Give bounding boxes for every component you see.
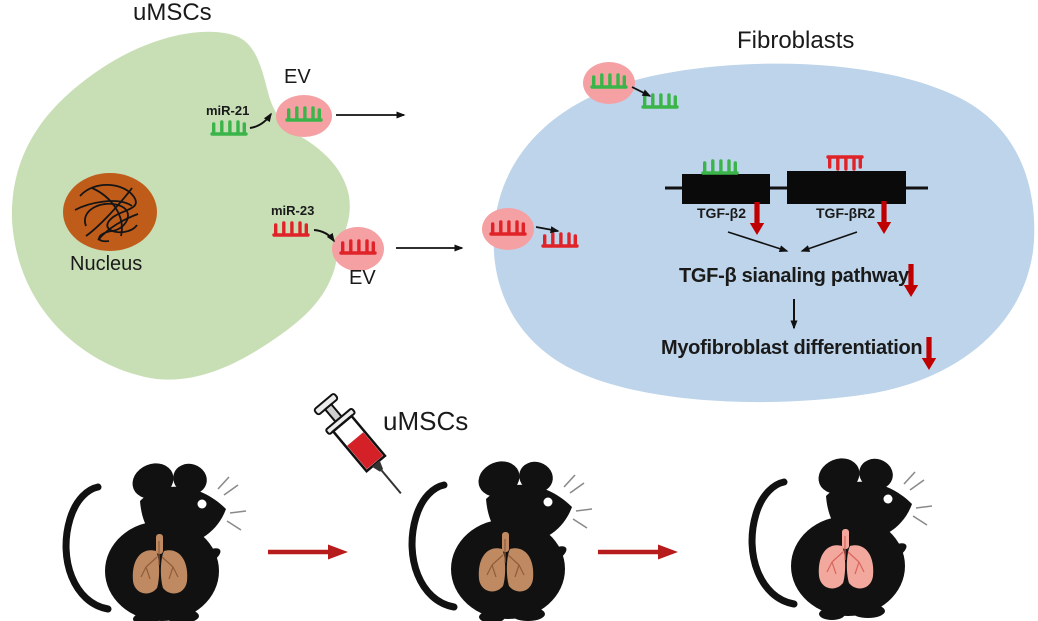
syringe-hub: [371, 460, 384, 472]
umsc-cell-title: uMSCs: [133, 0, 212, 26]
tgfb2-gene-label: TGF-β2: [697, 205, 746, 221]
tgfb2-gene-box: [682, 174, 770, 204]
differentiation-text: Myofibroblast differentiation: [661, 337, 923, 359]
nucleus-label: Nucleus: [70, 253, 143, 275]
ev-bottom-label: EV: [349, 267, 376, 289]
converging-arrows: [727, 231, 858, 253]
experiment-arrow-2: [598, 544, 678, 560]
mir23-release-arrow: [535, 226, 560, 234]
mir21-label: miR-21: [206, 103, 250, 118]
tgfbr2-gene-label: TGF-βR2: [816, 205, 876, 221]
syringe-liquid: [347, 432, 383, 470]
fibroblast-cell-title: Fibroblasts: [737, 27, 855, 54]
ev-top-label: EV: [284, 66, 311, 88]
pathway-text: TGF-β sianaling pathway: [679, 265, 909, 287]
tgfbr2-gene-box: [787, 171, 906, 204]
transport-arrows: [336, 86, 652, 252]
secretion-arrows: [249, 112, 335, 243]
mir21-release-arrow: [631, 86, 652, 97]
fibroblast-cell-shape: [493, 63, 1035, 403]
mir21-loading-arrow: [249, 112, 272, 129]
gene-diagram: [665, 155, 928, 253]
mouse-untreated: [66, 457, 246, 621]
syringe-icon: [313, 393, 402, 495]
nucleus: [63, 173, 157, 251]
syringe-label: uMSCs: [383, 406, 469, 436]
mouse-recovered: [752, 452, 932, 620]
mouse-injected: [412, 455, 592, 621]
chromatin-scribble: [74, 183, 139, 243]
mir23-loading-arrow: [313, 229, 335, 243]
syringe-needle: [380, 469, 402, 495]
mir23-label: miR-23: [271, 203, 315, 218]
experiment-arrow-1: [268, 544, 348, 560]
